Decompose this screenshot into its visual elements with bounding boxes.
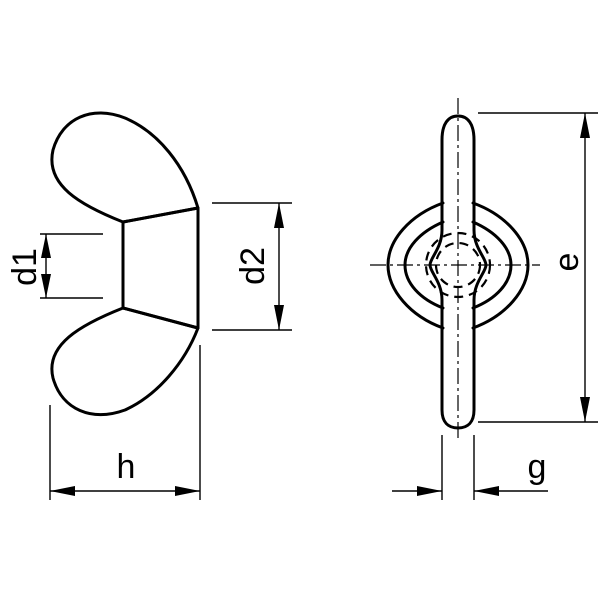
wing-nut-front-view [370, 98, 540, 440]
hub-inner-outline [403, 220, 513, 310]
hidden-bore-circle [434, 241, 482, 289]
g-arrow-left [417, 486, 442, 496]
hub-outline [121, 206, 200, 330]
e-arrow-top [580, 113, 590, 138]
dimension-e: e [478, 112, 598, 423]
h-label: h [117, 448, 136, 486]
d2-arrow-top [274, 203, 284, 228]
dimension-h: h [49, 345, 201, 500]
e-arrow-bottom [580, 397, 590, 422]
d1-arrow-top [41, 234, 51, 258]
dimension-d2: d2 [212, 202, 292, 331]
hidden-thread-circle [424, 231, 492, 299]
wing-nut-side-view [50, 111, 200, 417]
hub-outer-outline [386, 201, 530, 330]
dimension-g: g [392, 435, 548, 500]
upper-wing-outline [50, 111, 200, 224]
h-arrow-right [175, 486, 200, 496]
d1-label: d1 [6, 248, 44, 286]
d2-label: d2 [234, 247, 272, 285]
wing-outline [428, 114, 488, 430]
g-label: g [528, 448, 547, 486]
d1-arrow-bottom [41, 274, 51, 298]
dimension-d1: d1 [6, 233, 103, 299]
g-arrow-right [474, 486, 499, 496]
h-arrow-left [50, 486, 75, 496]
d2-arrow-bottom [274, 305, 284, 330]
lower-wing-outline [50, 306, 200, 417]
e-label: e [548, 253, 586, 272]
